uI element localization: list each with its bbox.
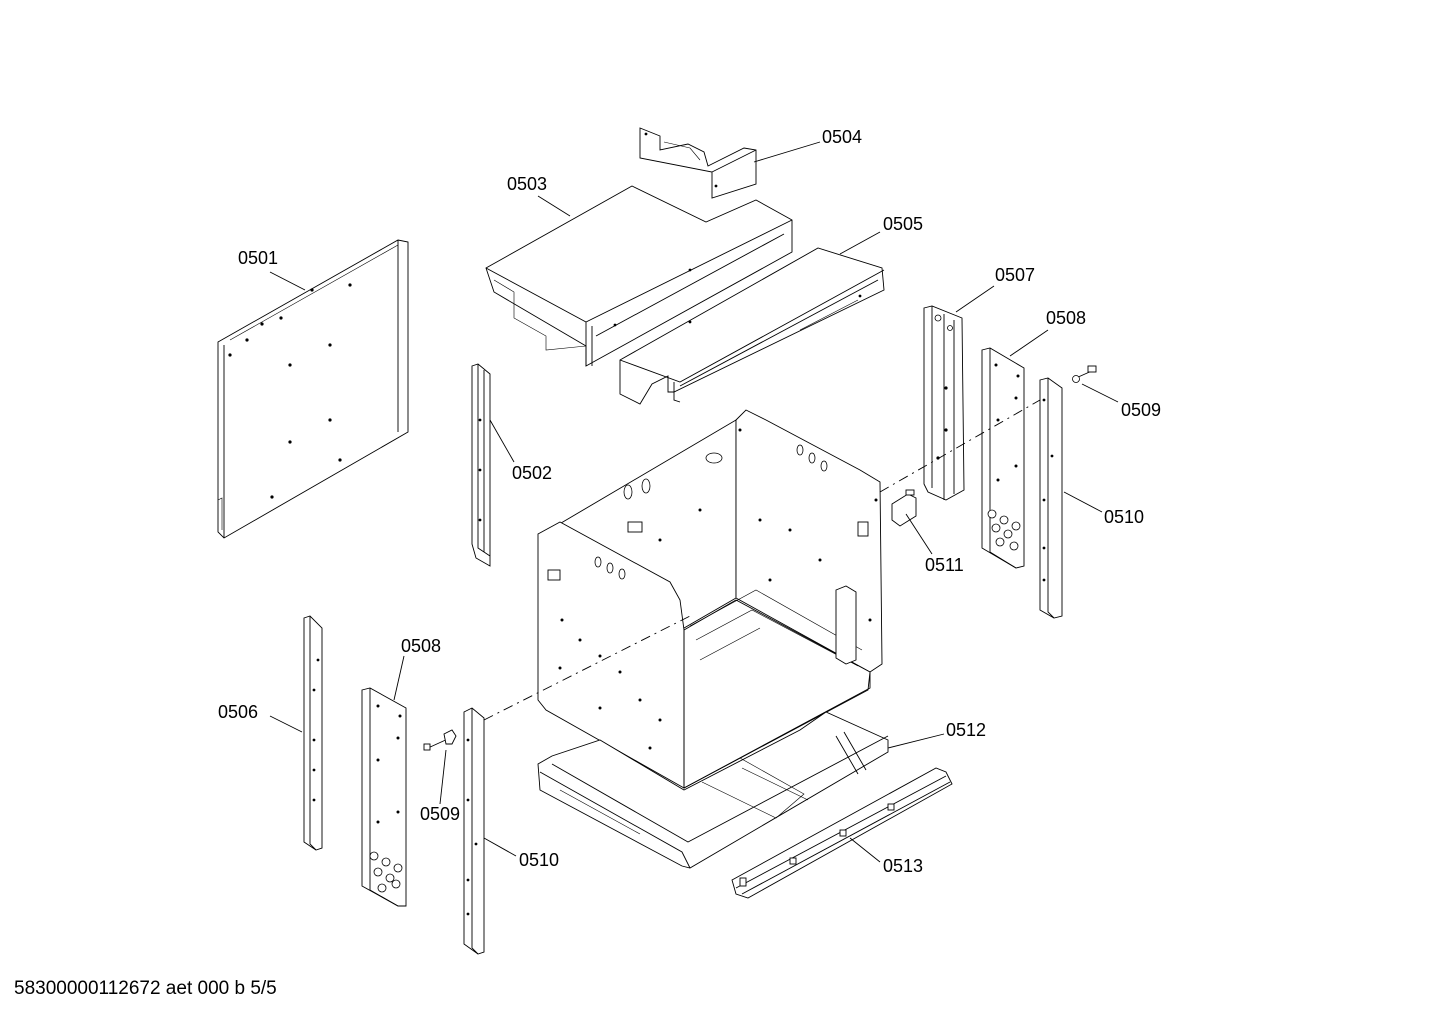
callout-0503: 0503 <box>507 174 547 194</box>
callout-0504: 0504 <box>822 127 862 147</box>
callout-0508-left: 0508 <box>401 636 441 656</box>
leader-lines <box>269 141 1119 863</box>
part-0512-base-tray <box>537 711 889 869</box>
callout-0505: 0505 <box>883 214 923 234</box>
callout-0510-left: 0510 <box>519 850 559 870</box>
callout-0511: 0511 <box>925 555 964 575</box>
assembly-centerlines <box>483 399 1041 721</box>
part-0506-left-post <box>303 615 323 851</box>
callout-0510-right: 0510 <box>1104 507 1144 527</box>
callout-0509-left: 0509 <box>420 804 460 824</box>
part-0502-vertical-rail <box>471 363 491 567</box>
callout-0508-right: 0508 <box>1046 308 1086 328</box>
part-0507-front-post <box>923 305 965 501</box>
callout-0513: 0513 <box>883 856 923 876</box>
part-0505-duct-cover <box>619 247 885 405</box>
part-0510-left-rail <box>463 707 485 955</box>
callout-0502: 0502 <box>512 463 552 483</box>
callout-0506: 0506 <box>218 702 258 722</box>
part-0511-clip <box>891 489 917 527</box>
part-0509-left-screw <box>423 729 457 751</box>
callout-0509-right: 0509 <box>1121 400 1161 420</box>
part-main-housing <box>537 409 883 789</box>
part-0509-right-screw <box>1072 365 1097 383</box>
callout-0512: 0512 <box>946 720 986 740</box>
part-0503-top-cover <box>485 185 793 367</box>
part-0513-front-rail <box>731 767 953 899</box>
part-0510-right-rail <box>1039 377 1063 619</box>
part-0508-left-plate <box>361 687 407 907</box>
part-0504-bracket <box>639 127 757 199</box>
callout-labels: 0501 0502 0503 0504 0505 0506 0507 0508 … <box>218 127 1161 876</box>
drawing-number-footer: 58300000112672 aet 000 b 5/5 <box>14 978 277 999</box>
part-0508-right-plate <box>981 347 1025 569</box>
callout-0507: 0507 <box>995 265 1035 285</box>
part-0501-side-panel <box>217 239 409 539</box>
callout-0501: 0501 <box>238 248 278 268</box>
